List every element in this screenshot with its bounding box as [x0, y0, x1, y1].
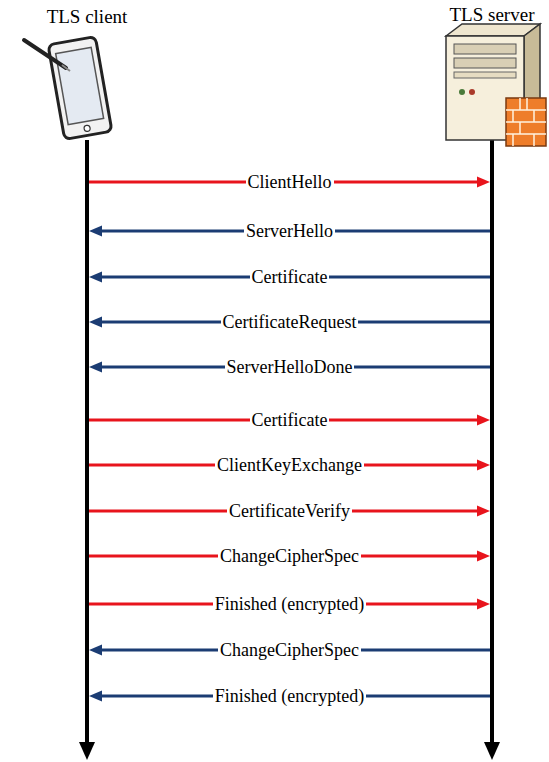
- lifeline-participant: TLS client: [43, 6, 132, 28]
- stylus-tip: [62, 65, 70, 71]
- participant-label: TLS server: [446, 4, 539, 26]
- message-label: ServerHelloDone: [225, 357, 355, 377]
- firewall-icon: [506, 98, 546, 146]
- lifeline-arrowhead: [484, 742, 500, 760]
- tablet-icon: [48, 37, 112, 140]
- participant-label: TLS client: [43, 6, 132, 28]
- message-label: ClientHello: [246, 172, 334, 192]
- message-label: Certificate: [250, 410, 330, 430]
- lifeline: [85, 140, 89, 744]
- message-label: ClientKeyExchange: [215, 455, 364, 475]
- message-label: Finished (encrypted): [213, 686, 366, 706]
- message-label: ChangeCipherSpec: [218, 640, 361, 660]
- lifeline: [490, 140, 494, 744]
- message-label: ServerHello: [244, 221, 335, 241]
- stylus: [24, 40, 66, 68]
- message-label: CertificateRequest: [221, 312, 359, 332]
- lifeline-participant: TLS server: [446, 4, 539, 26]
- message-label: Finished (encrypted): [213, 594, 366, 614]
- lifeline-arrowhead: [79, 742, 95, 760]
- message-label: Certificate: [250, 267, 330, 287]
- message-label: CertificateVerify: [227, 501, 352, 521]
- message-label: ChangeCipherSpec: [218, 546, 361, 566]
